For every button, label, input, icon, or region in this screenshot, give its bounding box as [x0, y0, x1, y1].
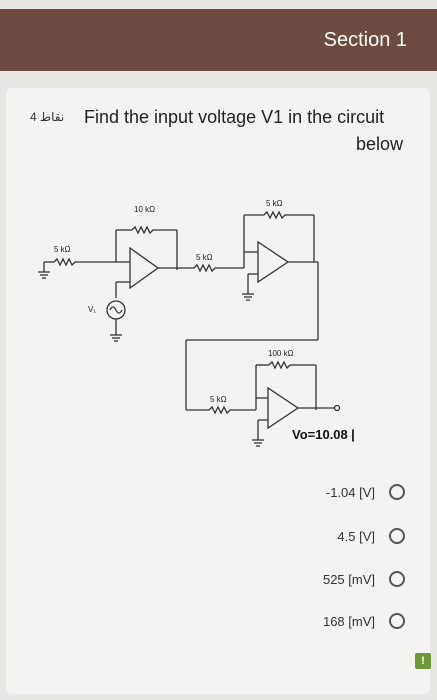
section-title: Section 1: [323, 29, 407, 51]
alert-icon[interactable]: !: [415, 653, 431, 669]
question-text: Find the input voltage V1 in the circuit: [84, 107, 385, 127]
option-label: 168 [mV]: [322, 613, 375, 629]
option-label: -1.04 [V]: [325, 484, 375, 500]
circuit-diagram: 10 kΩ 5 kΩ 5 kΩ 5 kΩ 100 kΩ 5 kΩ V₁ Vo=1…: [38, 199, 354, 447]
option-1[interactable]: -1.04 [V]: [326, 484, 405, 500]
points-label: 4 نقاط: [30, 110, 65, 124]
option-4[interactable]: 168 [mV]: [323, 613, 405, 629]
question-text-continued: below: [355, 134, 403, 154]
radio-button[interactable]: [389, 528, 405, 544]
source-label: V₁: [88, 305, 96, 314]
resistor-label: 5 kΩ: [54, 245, 71, 254]
resistor-label: 5 kΩ: [196, 253, 213, 262]
resistor-label: 100 kΩ: [268, 349, 294, 358]
option-label: 4.5 [V]: [337, 528, 375, 544]
radio-button[interactable]: [389, 571, 405, 587]
question-card: [6, 88, 430, 694]
option-2[interactable]: 4.5 [V]: [337, 528, 405, 544]
resistor-label: 10 kΩ: [134, 205, 155, 214]
option-label: 525 [mV]: [322, 571, 375, 587]
output-voltage-label: Vo=10.08 [V]: [292, 427, 354, 442]
resistor-label: 5 kΩ: [266, 199, 283, 208]
option-3[interactable]: 525 [mV]: [323, 571, 405, 587]
radio-button[interactable]: [389, 613, 405, 629]
section-header: Section 1: [0, 9, 437, 71]
resistor-label: 5 kΩ: [210, 395, 227, 404]
radio-button[interactable]: [389, 484, 405, 500]
